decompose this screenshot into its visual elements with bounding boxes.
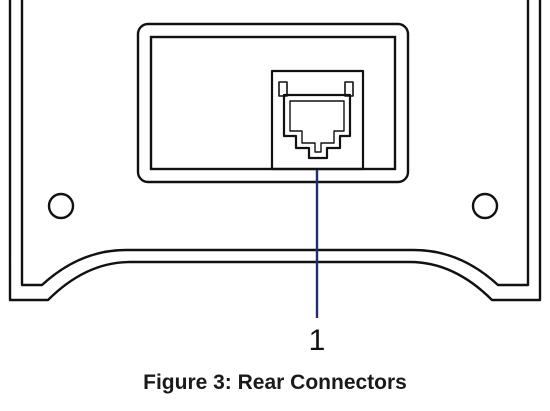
rj-ethernet-port-icon <box>270 69 365 171</box>
connector-panel-outer <box>136 22 410 184</box>
screw-hole-right-icon <box>471 192 499 220</box>
callout-number-1: 1 <box>308 324 326 357</box>
housing-inner-edge <box>20 0 530 287</box>
screw-hole-left-icon <box>47 192 75 220</box>
port-socket-inner <box>289 100 345 153</box>
port-housing <box>270 69 365 171</box>
housing-outer-edge <box>8 0 542 302</box>
housing-outline <box>8 0 542 302</box>
port-socket-outline <box>282 93 352 160</box>
figure-caption: Figure 3: Rear Connectors <box>143 371 407 394</box>
